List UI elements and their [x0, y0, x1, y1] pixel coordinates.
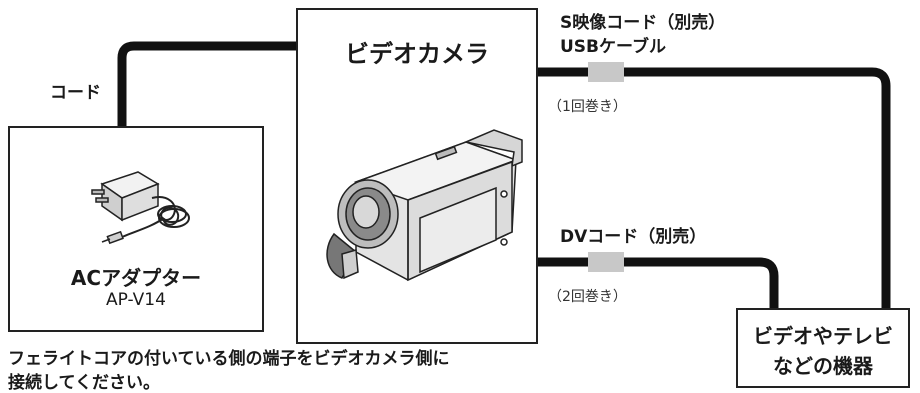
adapter-model: AP-V14 [106, 290, 166, 310]
note-line2: 接続してください。 [8, 373, 160, 393]
note-line1: フェライトコアの付いている側の端子をビデオカメラ側に [8, 349, 450, 369]
adapter-title: ACアダプター [70, 266, 202, 290]
dv-cord-label: DVコード（別売） [560, 227, 707, 247]
ac-adapter-box: ACアダプター AP-V14 [8, 126, 264, 332]
device-line1: ビデオやテレビ [753, 324, 893, 348]
dv-cable [536, 257, 779, 308]
device-box: ビデオやテレビ などの機器 [736, 308, 910, 388]
device-line2: などの機器 [773, 354, 873, 378]
cord-label: コード [50, 83, 101, 103]
wind-twice-label: （2回巻き） [548, 289, 627, 305]
video-camera-box: ビデオカメラ [296, 8, 538, 344]
ferrite-core-dv [588, 252, 624, 272]
wind-once-label: （1回巻き） [548, 99, 627, 115]
ac-adapter-icon [91, 171, 190, 245]
svideo-usb-cable [536, 67, 891, 308]
ferrite-core-svideo [588, 62, 624, 82]
camera-title: ビデオカメラ [345, 40, 489, 68]
usb-cable-label: USBケーブル [560, 37, 666, 57]
video-camera-icon [326, 129, 523, 282]
svideo-cord-label: S映像コード（別売） [560, 13, 726, 33]
power-cord [117, 41, 298, 126]
